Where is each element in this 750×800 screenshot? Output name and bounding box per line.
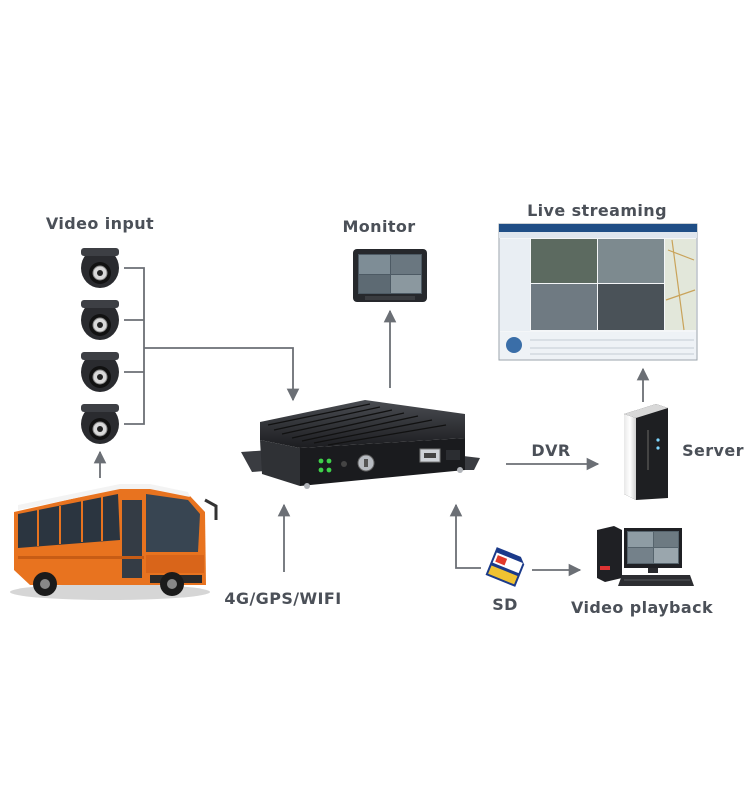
video-playback-label: Video playback — [571, 598, 713, 617]
dome-camera-icon — [81, 352, 119, 392]
connectors — [93, 267, 650, 577]
bus-icon — [10, 484, 218, 600]
dome-camera-icon — [81, 248, 119, 288]
monitor-label: Monitor — [342, 217, 415, 236]
dome-camera-icon — [81, 300, 119, 340]
live-streaming-label: Live streaming — [527, 201, 667, 220]
dvr-label: DVR — [531, 441, 570, 460]
mdvr-device-icon — [241, 400, 480, 489]
sd-label: SD — [492, 595, 518, 614]
server-tower-icon — [624, 404, 668, 500]
sd-card-icon — [485, 547, 525, 587]
arrow-sd-to-dvr — [449, 503, 481, 569]
dashboard-screen-icon — [498, 223, 698, 361]
network-label: 4G/GPS/WIFI — [224, 589, 341, 608]
video-input-label: Video input — [46, 214, 154, 233]
camera-bracket-line — [124, 267, 145, 425]
monitor-icon — [353, 249, 427, 302]
arrow-cameras-to-dvr — [144, 347, 300, 402]
server-label: Server — [682, 441, 744, 460]
dome-camera-icon — [81, 404, 119, 444]
desktop-pc-icon — [597, 526, 694, 586]
